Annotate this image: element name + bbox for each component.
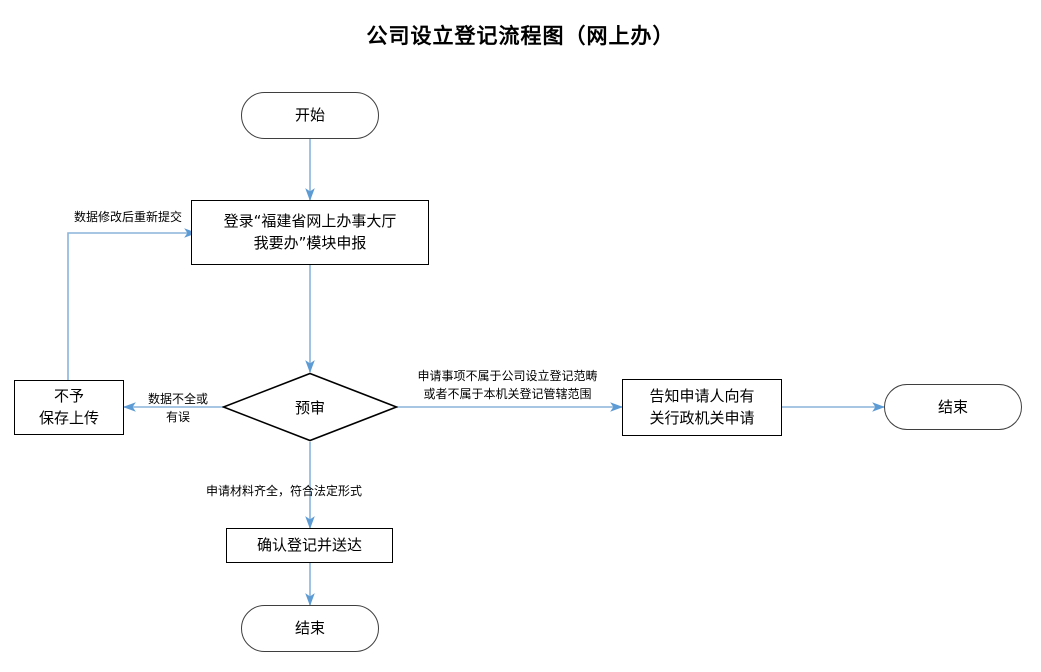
node-end-bottom[interactable]: 结束 — [241, 605, 379, 652]
page-title: 公司设立登记流程图（网上办） — [366, 23, 675, 48]
edge-label-out-of-scope: 申请事项不属于公司设立登记范畴 或者不属于本机关登记管辖范围 — [417, 369, 598, 401]
decision-diamond-shape — [222, 372, 398, 442]
node-confirm-registration-label: 确认登记并送达 — [256, 535, 362, 554]
node-start[interactable]: 开始 — [241, 92, 379, 139]
node-end-right-label: 结束 — [937, 397, 968, 416]
node-preliminary-review-label: 预审 — [294, 398, 325, 417]
node-reject-save-upload[interactable]: 不予 保存上传 — [14, 380, 124, 435]
edge-label-incomplete-data: 数据不全或 有误 — [147, 392, 208, 424]
node-notify-applicant-label: 告知申请人向有 关行政机关申请 — [649, 386, 755, 427]
node-end-right[interactable]: 结束 — [884, 384, 1022, 430]
edge-label-materials-complete: 申请材料齐全，符合法定形式 — [206, 484, 363, 498]
node-login-apply[interactable]: 登录“福建省网上办事大厅 我要办”模块申报 — [191, 200, 429, 265]
node-start-label: 开始 — [294, 106, 325, 125]
node-confirm-registration[interactable]: 确认登记并送达 — [226, 528, 393, 563]
node-reject-save-upload-label: 不予 保存上传 — [38, 386, 99, 427]
edge-reject-to-login — [67, 228, 197, 380]
edge-label-resubmit: 数据修改后重新提交 — [73, 210, 182, 224]
node-notify-applicant[interactable]: 告知申请人向有 关行政机关申请 — [622, 379, 782, 436]
node-preliminary-review[interactable]: 预审 — [222, 372, 398, 442]
node-login-apply-label: 登录“福建省网上办事大厅 我要办”模块申报 — [223, 211, 397, 252]
node-end-bottom-label: 结束 — [294, 619, 325, 638]
